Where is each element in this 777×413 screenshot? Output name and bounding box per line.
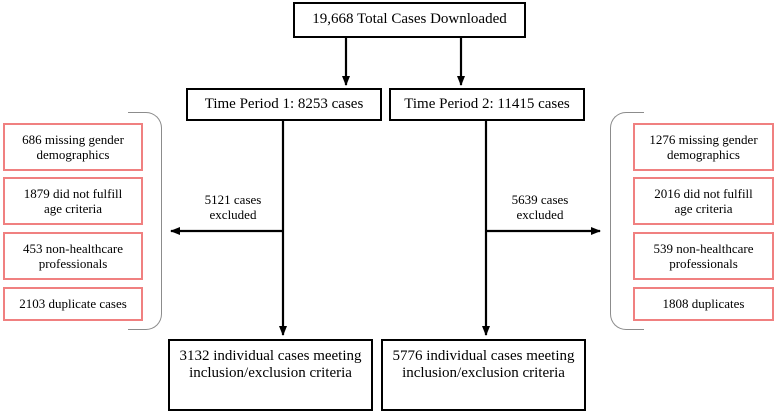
outcome-1-line2: inclusion/exclusion criteria (189, 365, 352, 382)
outcome-box-2: 5776 individual cases meeting inclusion/… (381, 339, 586, 411)
right-bracket (610, 112, 644, 330)
total-cases-label: 19,668 Total Cases Downloaded (312, 11, 507, 28)
exclusion-label-right-line1: 5639 cases (511, 192, 569, 207)
left-exclusion-3-line1: 453 non-healthcare (23, 240, 123, 256)
time-period-1-label: Time Period 1: 8253 cases (204, 95, 364, 112)
outcome-1-line1: 3132 individual cases meeting (179, 348, 362, 364)
outcome-2-line2: inclusion/exclusion criteria (402, 365, 565, 382)
right-exclusion-box-4: 1808 duplicates (633, 287, 774, 321)
left-bracket (128, 112, 162, 330)
left-exclusion-2-line1: 1879 did not fulfill (23, 185, 123, 201)
exclusion-label-left-line1: 5121 cases (204, 192, 262, 207)
outcome-2-line1: 5776 individual cases meeting (392, 348, 575, 364)
left-exclusion-1-line1: 686 missing gender (22, 131, 124, 147)
right-exclusion-1-line2: demographics (667, 147, 740, 162)
right-exclusion-3-line1: 539 non-healthcare (653, 240, 754, 256)
total-cases-box: 19,668 Total Cases Downloaded (293, 2, 526, 38)
outcome-box-1: 3132 individual cases meeting inclusion/… (168, 339, 373, 411)
left-exclusion-4-line1: 2103 duplicate cases (19, 296, 127, 312)
right-exclusion-3-line2: professionals (669, 256, 738, 271)
time-period-2-box: Time Period 2: 11415 cases (389, 88, 585, 121)
right-exclusion-1-line1: 1276 missing gender (649, 131, 758, 147)
exclusion-label-right: 5639 cases excluded (490, 192, 590, 223)
exclusion-label-right-line2: excluded (516, 207, 564, 223)
time-period-2-label: Time Period 2: 11415 cases (404, 95, 570, 112)
exclusion-label-left-line2: excluded (209, 207, 257, 223)
left-exclusion-2-line2: age criteria (43, 201, 103, 216)
right-exclusion-2-line1: 2016 did not fulfill (654, 185, 753, 201)
left-exclusion-box-4: 2103 duplicate cases (3, 287, 143, 321)
left-exclusion-3-line2: professionals (38, 256, 108, 271)
right-exclusion-4-line1: 1808 duplicates (662, 296, 745, 312)
time-period-1-box: Time Period 1: 8253 cases (186, 88, 382, 121)
exclusion-label-left: 5121 cases excluded (183, 192, 283, 223)
left-exclusion-1-line2: demographics (36, 147, 110, 162)
right-exclusion-2-line2: age criteria (674, 201, 733, 216)
